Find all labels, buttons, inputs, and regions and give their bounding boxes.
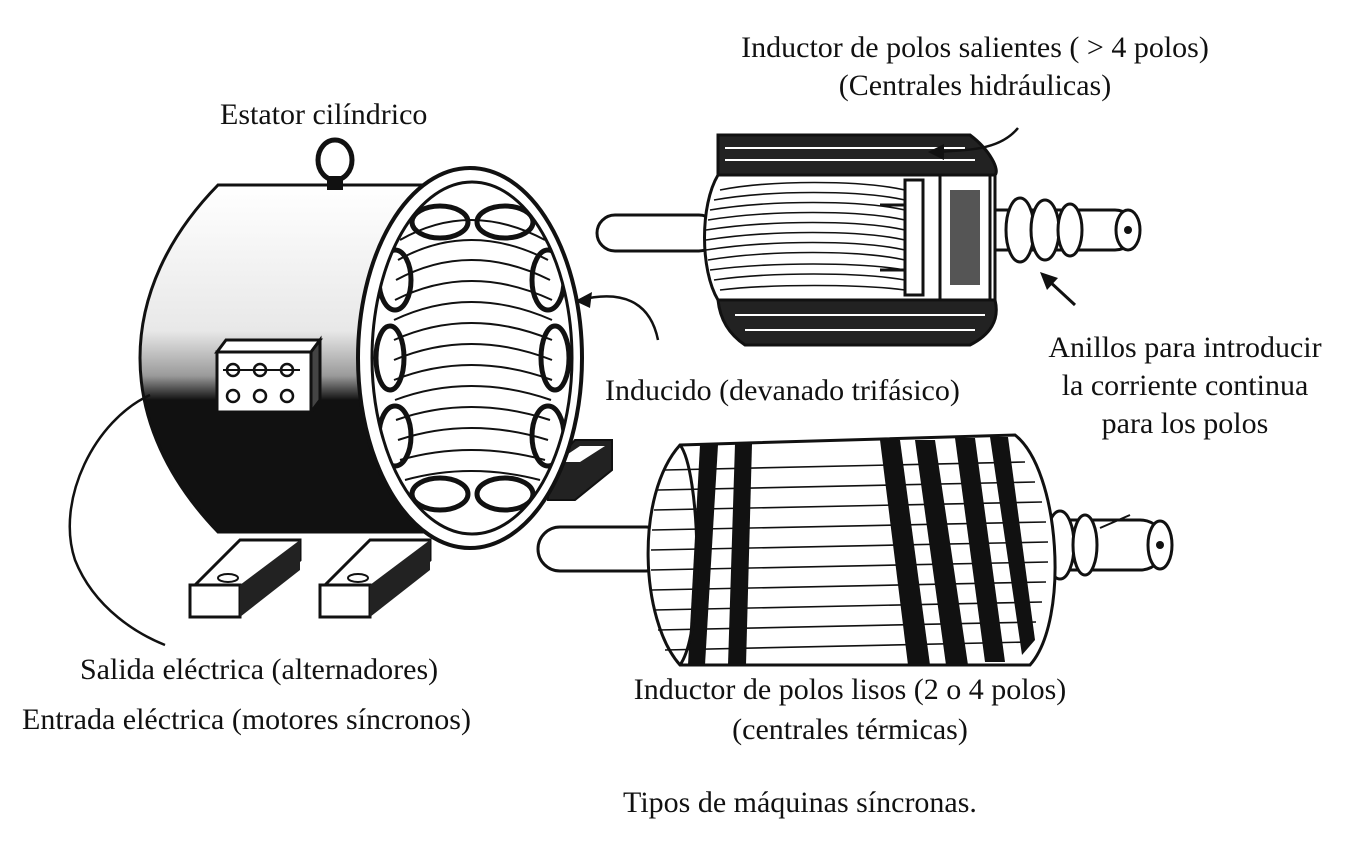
cylindrical-rotor [536, 433, 1174, 667]
three-phase-winding [373, 203, 572, 513]
electrical-input-label: Entrada eléctrica (motores síncronos) [22, 703, 471, 736]
electrical-output-label: Salida eléctrica (alternadores) [80, 653, 439, 686]
salient-pole-subtitle: (Centrales hidráulicas) [838, 69, 1112, 102]
armature-label: Inducido (devanado trifásico) [605, 374, 960, 407]
smooth-pole-title: Inductor de polos lisos (2 o 4 polos) [633, 673, 1067, 706]
slip-rings-label-line-3: para los polos [1101, 407, 1269, 440]
slip-rings-label-line-2: la corriente continua [1061, 369, 1309, 402]
stator-foot-right [318, 538, 432, 619]
salient-slip-rings [1004, 196, 1084, 264]
cylindrical-stator [68, 137, 613, 647]
salient-pole-rotor [595, 127, 1142, 347]
salient-shaft-left [595, 213, 719, 253]
stator-label: Estator cilíndrico [220, 98, 428, 131]
slip-ring-leader [1046, 278, 1077, 307]
figure-caption: Tipos de máquinas síncronas. [623, 786, 977, 819]
power-cable [68, 393, 166, 647]
slip-rings-label-line-1: Anillos para introducir [1048, 331, 1322, 364]
smooth-pole-subtitle: (centrales térmicas) [732, 713, 968, 746]
salient-pole-title: Inductor de polos salientes ( > 4 polos) [741, 31, 1209, 64]
terminal-box [214, 335, 323, 417]
armature-leader [579, 295, 660, 341]
salient-field-coil [705, 181, 906, 291]
lifting-eye [315, 137, 355, 190]
stator-foot-left [188, 538, 302, 619]
smooth-rotor-slots [688, 437, 1035, 665]
